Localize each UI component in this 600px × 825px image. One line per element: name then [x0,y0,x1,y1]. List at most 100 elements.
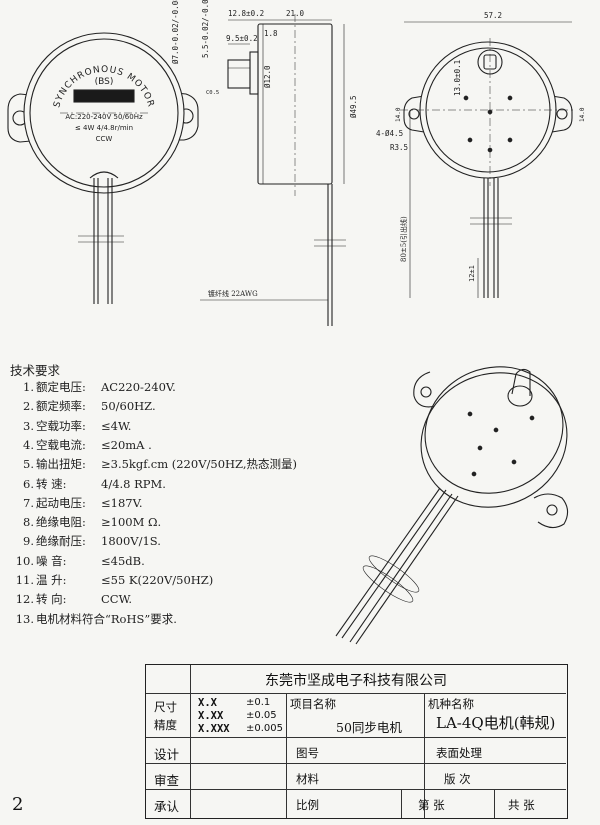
tolerance-a: X.X [198,697,217,709]
drawing-number-label: 图号 [296,746,319,760]
iso-left-ear-hole [420,386,432,398]
requirement-label: 空载电流: [36,437,86,452]
side-hub [249,51,259,95]
requirement-num: 4. [23,437,34,452]
front-right-ear [165,91,199,141]
front-left-ear [7,93,43,143]
review-label: 审查 [154,773,180,788]
requirement-num: 8. [23,515,34,530]
requirement-label: 转 向: [36,592,67,607]
side-body [257,23,333,185]
tolerance-c-value: ±0.005 [246,723,284,734]
requirement-num: 3. [23,418,34,433]
requirement-value: 4/4.8 RPM. [101,476,166,491]
requirement-label: 转 速: [36,476,67,491]
front-direction: CCW [96,135,113,143]
iso-right-ear-hole [546,504,558,516]
dim-9-5: 9.5±0.2 [226,34,258,43]
requirement-value: ≤20mA . [101,437,152,452]
requirement-value: ≤45dB. [101,553,145,568]
dim-12-1: 12±1 [468,265,476,282]
requirement-label: 额定频率: [36,399,86,414]
front-wire-exit [89,171,119,179]
requirement-num: 6. [23,476,34,491]
requirement-label: 空载功率: [36,418,86,433]
dim-12: Ø12.0 [263,65,272,88]
requirements-title: 技术要求 [10,363,61,378]
requirement-label: 额定电压: [36,380,86,394]
iso-break-2 [362,565,414,603]
back-right-ear-hole [556,108,568,120]
requirement-label: 绝缘耐压: [36,534,86,549]
iso-hole-1 [467,411,473,417]
requirement-num: 10. [15,553,34,568]
requirement-value: 50/60HZ. [101,399,156,414]
requirement-note-num: 13. [15,612,34,626]
scale-label: 比例 [296,798,319,812]
requirement-label: 起动电压: [36,495,86,510]
iso-break-1 [368,555,420,593]
requirement-note-text: 电机材料符合“RoHS”要求. [36,612,177,626]
material-label: 材料 [296,772,319,786]
back-hole-3 [487,109,493,115]
front-view [7,32,199,304]
front-inner-circle [29,38,179,188]
tolerance-b-value: ±0.05 [246,710,277,721]
dim-14-b: 14.0 [579,107,586,122]
front-power: ≤ 4W 4/4.8r/min [75,124,133,132]
iso-hole-5 [511,459,517,465]
iso-hole-4 [477,445,483,451]
front-label-bar [73,89,135,103]
requirement-num: 12. [15,592,34,607]
requirement-num: 5. [23,457,34,472]
dim-1-8: 1.8 [264,29,278,38]
iso-wire-3 [349,493,453,643]
requirement-num: 2. [23,399,34,414]
title-block: 东莞市坚成电子科技有限公司 尺寸 精度 X.X ±0.1 X.XX ±0.05 … [145,664,568,819]
requirement-num: 9. [23,534,34,549]
dim-r3-5: R3.5 [390,143,408,152]
iso-wire-4 [355,495,459,645]
dim-13: 13.0±0.1 [453,60,462,96]
version-label: 版 次 [444,772,471,786]
requirement-label: 绝缘电阻: [36,515,86,530]
dim-57-2: 57.2 [484,11,502,20]
iso-left-ear [413,371,437,408]
tolerance-c: X.XXX [198,723,230,735]
iso-face [424,366,564,494]
back-hole-4 [467,137,473,143]
requirement-label: 温 升: [36,573,67,587]
dim-12-8: 12.8±0.2 [228,9,264,18]
tolerance-b: X.XX [198,710,224,722]
model-name-value: LA-4Q电机(韩规) [436,714,556,732]
back-view [400,21,576,298]
requirement-num: 11. [15,573,34,587]
back-hole-5 [507,137,513,143]
back-left-ear-hole [408,108,420,120]
design-label: 设计 [154,747,180,762]
surface-treatment-label: 表面处理 [436,746,482,760]
dim-14-a: 14.0 [395,107,402,122]
dim-c0-5: C0.5 [206,90,219,96]
wire-label: 镀纤线 22AWG [208,289,258,298]
project-name-label: 项目名称 [290,697,336,711]
requirement-num: 1. [23,380,34,394]
dim-21: 21.0 [286,9,305,18]
precision-label: 精度 [154,718,177,732]
size-label: 尺寸 [154,700,177,714]
requirement-label: 噪 音: [36,553,67,568]
company-name: 东莞市坚成电子科技有限公司 [265,673,447,689]
front-voltage: AC:220-240V 50/60Hz [65,113,143,121]
iso-shaft [511,368,531,396]
sheet-label: 第 张 [418,798,445,812]
side-view-text: 12.8±0.2 21.0 1.8 9.5±0.2 Ø7.0-0.02/-0.0… [171,0,358,298]
back-right-ear [551,95,573,133]
back-hole-6 [487,147,493,153]
back-view-text: 57.2 13.0±0.1 4-Ø4.5 R3.5 14.0 14.0 80±5… [376,11,586,282]
iso-right-ear [533,493,569,529]
dim-5-5: 5.5-0.02/-0.08 [201,0,210,58]
requirement-value: ≤55 K(220V/50HZ) [101,573,214,587]
back-left-ear [403,95,425,133]
iso-hole-6 [471,471,477,477]
